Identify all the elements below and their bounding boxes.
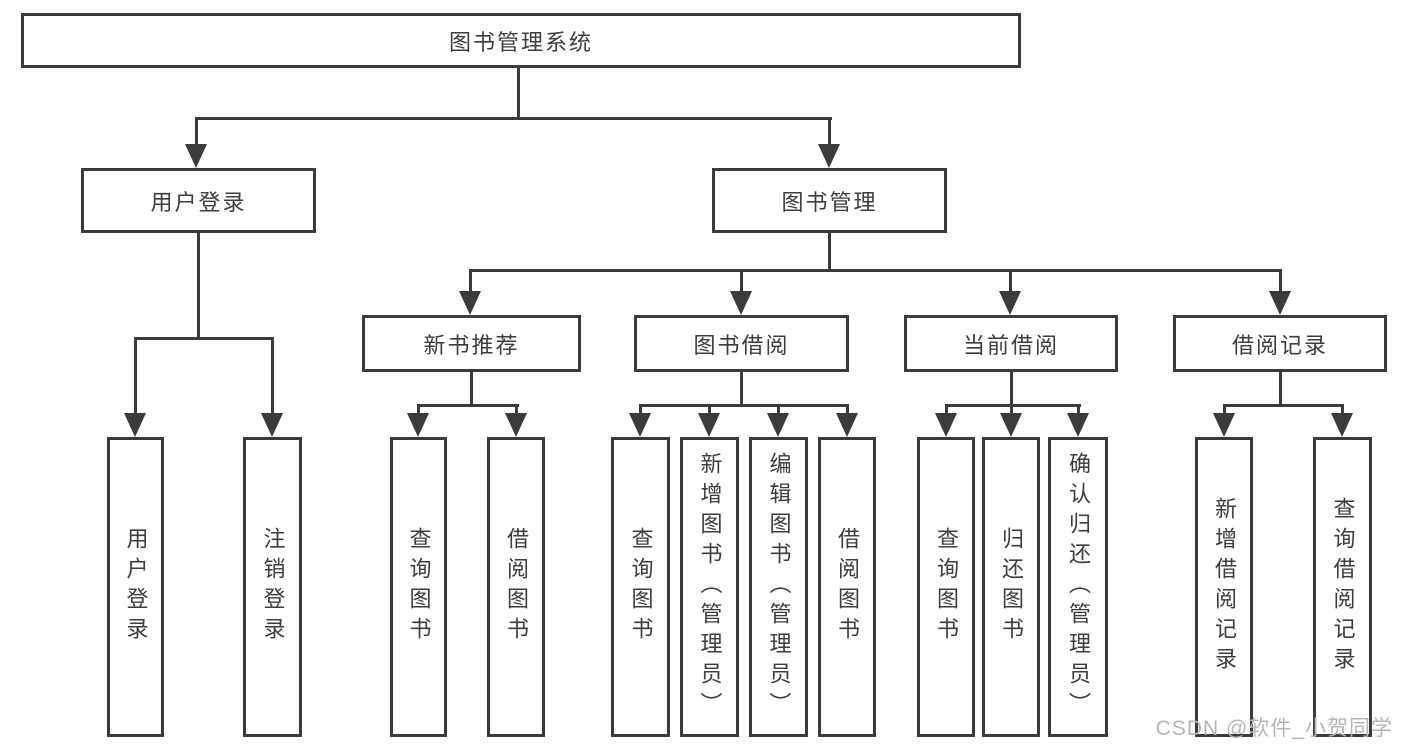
node-user-login-label: 用户登录 [150,189,247,215]
connector-drop-leaf [846,404,849,416]
connector-new-book-trunk [470,370,473,407]
connector-user-login-trunk [197,231,200,339]
arrowhead-down-icon [767,413,789,437]
arrowhead-down-icon [730,291,752,315]
connector-drop-user-login [195,117,198,147]
connector-level2-rail [470,269,1282,272]
connector-level1-rail [196,117,832,120]
node-leaf-add-borrow-record: 新增借阅记录 [1195,437,1253,737]
node-borrowing-records: 借阅记录 [1173,315,1387,372]
arrowhead-down-icon [698,413,720,437]
arrowhead-down-icon [818,144,840,168]
connector-borrowing-records-trunk [1279,370,1282,407]
node-new-book-recommend: 新书推荐 [362,315,581,372]
node-leaf-query-books-2: 查询图书 [611,437,670,737]
connector-drop-leaf [1223,404,1226,416]
arrowhead-down-icon [1000,413,1022,437]
node-leaf-query-borrow-record: 查询借阅记录 [1313,437,1372,737]
connector-drop-leaf [417,404,420,416]
watermark: CSDN @软件_小贺同学 [1155,717,1393,740]
arrowhead-down-icon [836,413,858,437]
connector-drop-borrowing-records [1279,269,1282,295]
node-book-borrowing: 图书借阅 [634,315,849,372]
arrowhead-down-icon [1269,291,1291,315]
connector-user-login-rail [134,337,274,340]
connector-drop-leaf [1010,404,1013,416]
node-root-label: 图书管理系统 [448,29,593,55]
connector-drop-leaf [708,404,711,416]
node-leaf-add-books-admin: 新增图书（管理员） [680,437,739,737]
connector-book-borrowing-trunk [740,370,743,407]
leaf-label: 注销登录 [260,527,286,647]
connector-drop-leaf [1341,404,1344,416]
node-user-login: 用户登录 [81,168,316,233]
leaf-label: 查询图书 [934,527,959,647]
connector-drop-leaf [1077,404,1080,416]
connector-new-book-rail [417,404,519,407]
arrowhead-down-icon [999,291,1021,315]
arrowhead-down-icon [1213,413,1235,437]
leaf-label: 新增借阅记录 [1212,497,1237,677]
connector-current-borrowing-trunk [1010,370,1013,407]
node-leaf-logout: 注销登录 [243,437,302,737]
arrowhead-down-icon [407,413,429,437]
node-book-borrowing-label: 图书借阅 [693,332,790,358]
leaf-label: 查询图书 [406,527,432,647]
connector-drop-leaf [515,404,518,416]
connector-drop-leaf [945,404,948,416]
connector-book-borrowing-rail [639,404,849,407]
leaf-label: 确认归还（管理员） [1066,452,1091,722]
connector-book-management-trunk [828,231,831,272]
leaf-label: 借阅图书 [835,527,860,647]
connector-drop-book-management [828,117,831,147]
arrowhead-down-icon [124,413,146,437]
connector-drop-leaf-logout [271,337,274,415]
arrowhead-down-icon [1331,413,1353,437]
node-leaf-edit-books-admin: 编辑图书（管理员） [749,437,808,737]
arrowhead-down-icon [185,144,207,168]
connector-drop-leaf [639,404,642,416]
arrowhead-down-icon [935,413,957,437]
node-leaf-borrow-books-1: 借阅图书 [487,437,545,737]
arrowhead-down-icon [629,413,651,437]
connector-borrowing-records-rail [1223,404,1344,407]
node-current-borrowing-label: 当前借阅 [962,332,1059,358]
leaf-label: 编辑图书（管理员） [766,452,792,722]
connector-drop-leaf-user-login [134,337,137,415]
node-root: 图书管理系统 [21,13,1021,68]
leaf-label: 用户登录 [123,527,149,647]
connector-root-trunk [517,66,520,119]
node-leaf-query-books-3: 查询图书 [917,437,975,737]
leaf-label: 查询图书 [628,527,654,647]
node-leaf-return-books: 归还图书 [982,437,1040,737]
leaf-label: 查询借阅记录 [1330,497,1356,677]
leaf-label: 归还图书 [999,527,1024,647]
connector-drop-new-book [469,269,472,295]
node-leaf-confirm-return-admin: 确认归还（管理员） [1048,437,1108,737]
node-leaf-query-books-1: 查询图书 [390,437,447,737]
connector-drop-book-borrowing [740,269,743,295]
node-borrowing-records-label: 借阅记录 [1231,332,1328,358]
connector-current-borrowing-rail [945,404,1081,407]
leaf-label: 借阅图书 [504,527,529,647]
connector-drop-leaf [777,404,780,416]
node-new-book-recommend-label: 新书推荐 [423,332,520,358]
connector-drop-current-borrowing [1009,269,1012,295]
node-book-management-label: 图书管理 [781,189,878,215]
node-book-management: 图书管理 [712,168,947,233]
node-leaf-borrow-books-2: 借阅图书 [818,437,876,737]
arrowhead-down-icon [459,291,481,315]
arrowhead-down-icon [1067,413,1089,437]
arrowhead-down-icon [261,413,283,437]
arrowhead-down-icon [505,413,527,437]
node-leaf-user-login: 用户登录 [107,437,164,737]
leaf-label: 新增图书（管理员） [697,452,723,722]
node-current-borrowing: 当前借阅 [904,315,1118,372]
